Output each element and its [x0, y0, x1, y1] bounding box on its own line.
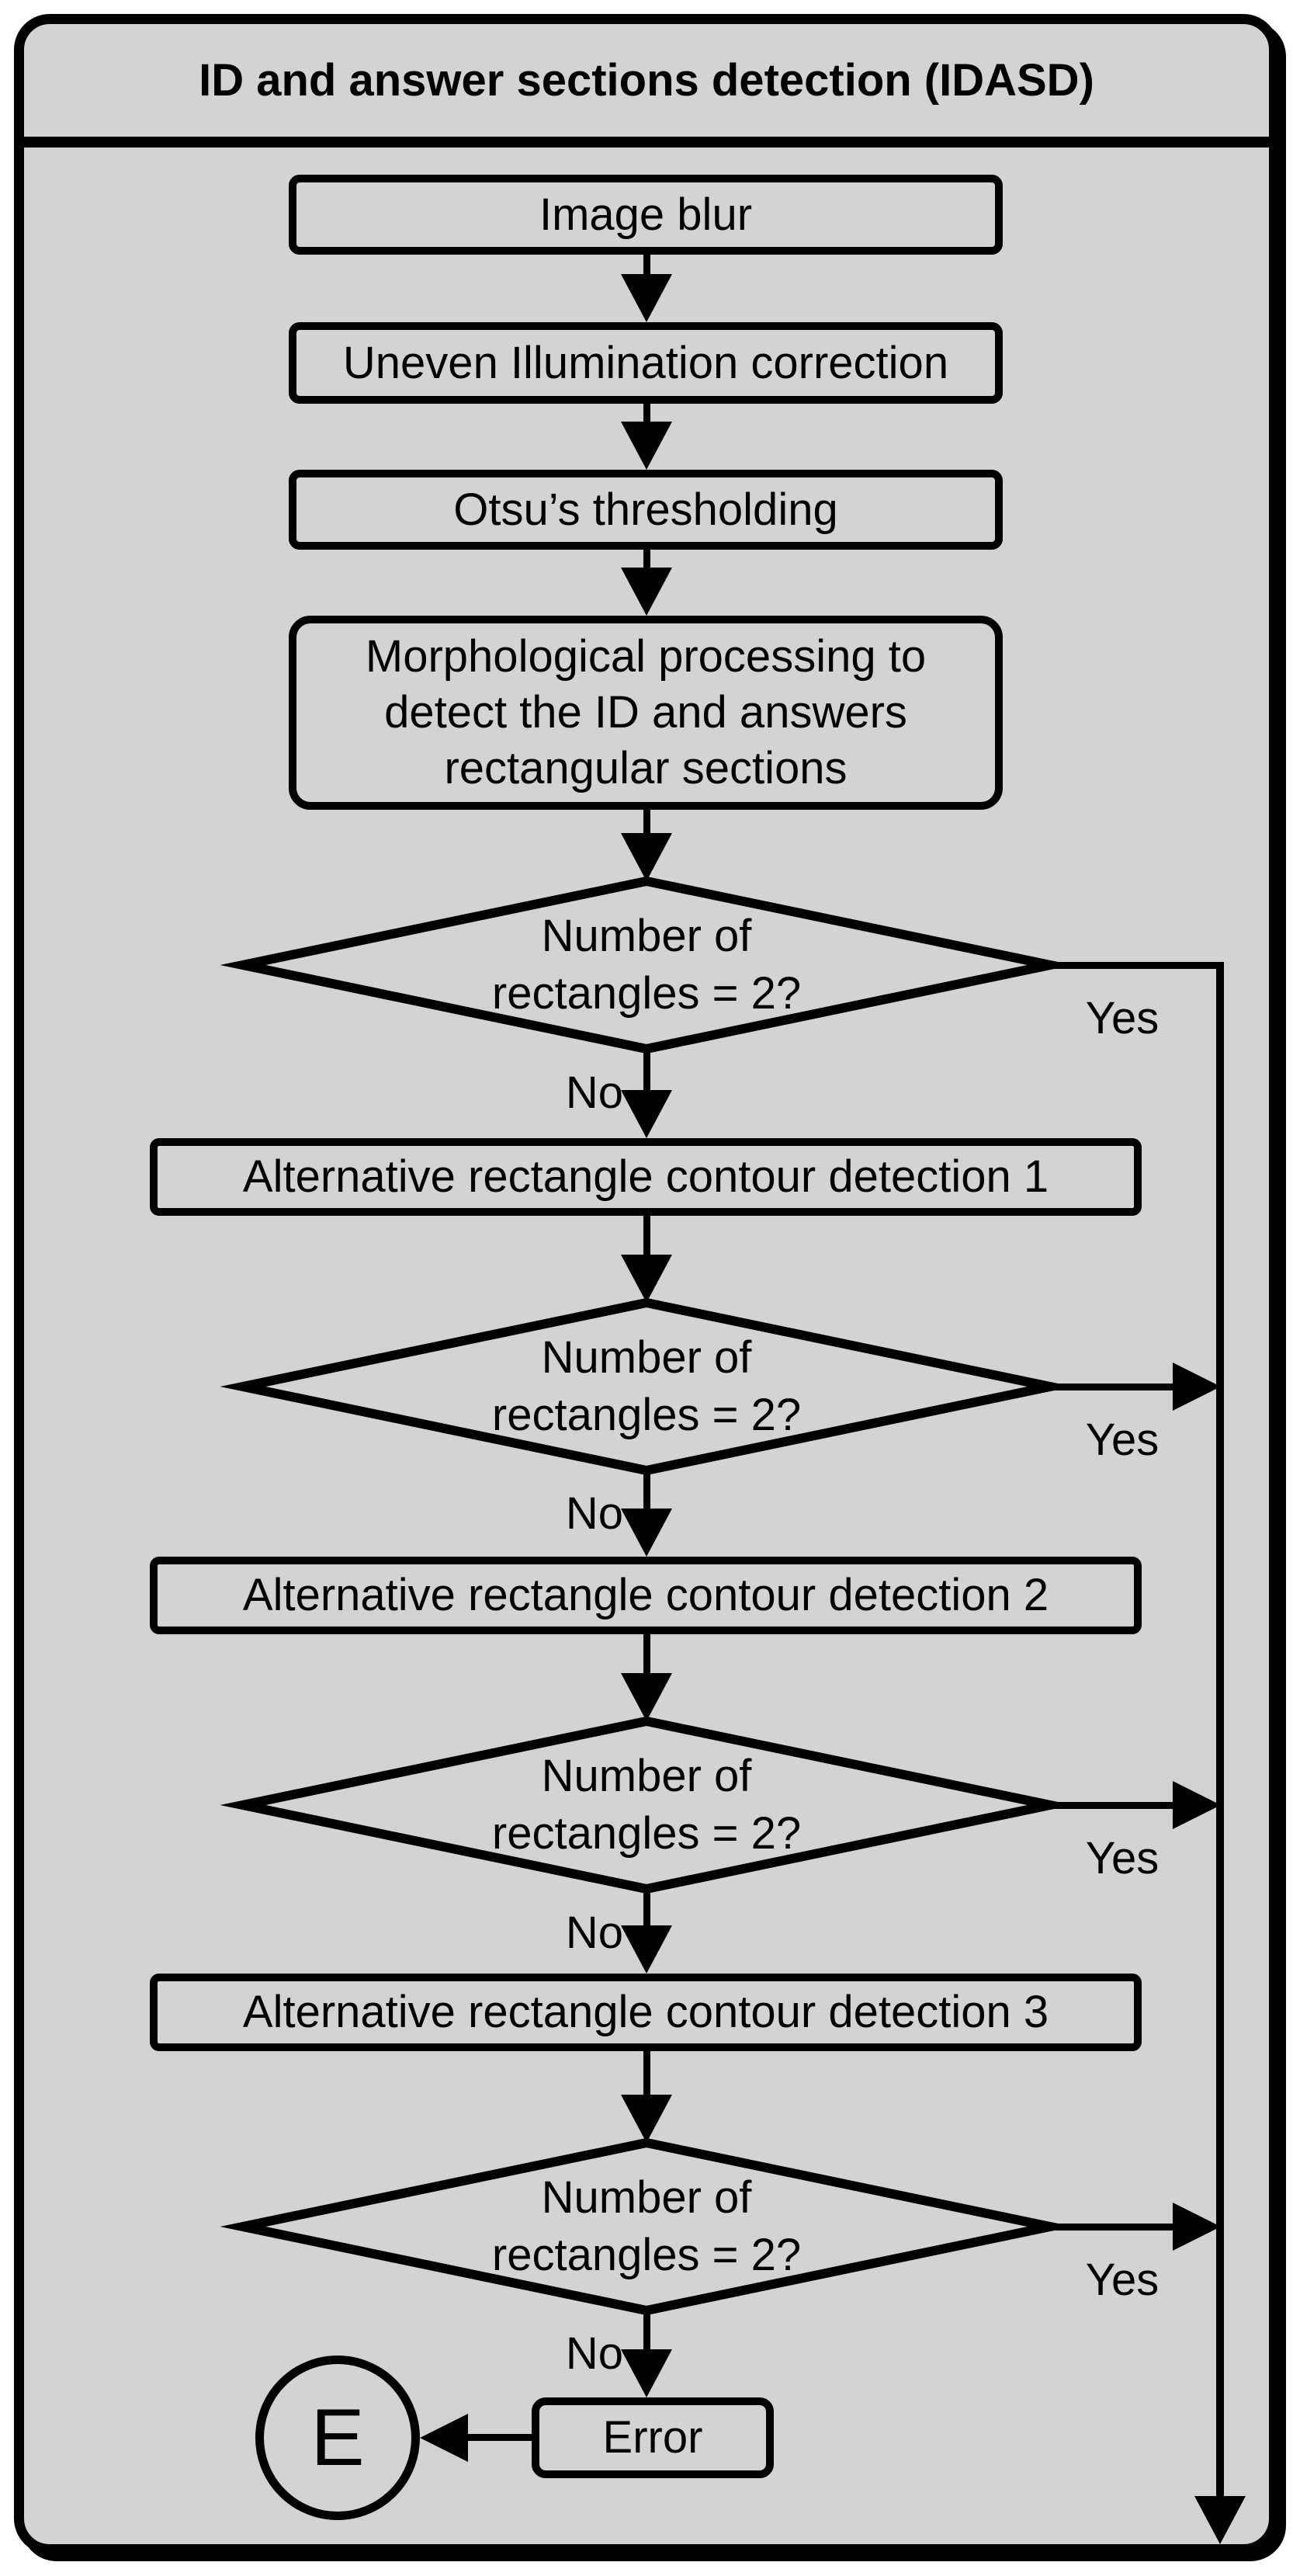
yes-label-1: Yes: [1085, 993, 1160, 1043]
yes-branch-line-3: [1049, 1802, 1176, 1809]
arrowhead-down-icon: [621, 568, 672, 616]
arrowhead-down-icon: [621, 1925, 672, 1974]
arrowhead-right-icon: [1173, 2203, 1221, 2251]
connector-line: [643, 255, 650, 274]
process-box-alt-detection-2: Alternative rectangle contour detection …: [150, 1557, 1142, 1634]
flowchart-canvas: ID and answer sections detection (IDASD)…: [24, 24, 1269, 2544]
arrowhead-down-icon: [621, 1508, 672, 1557]
yes-label-3: Yes: [1085, 1833, 1160, 1883]
decision-4-label: Number of rectangles = 2?: [491, 2172, 802, 2280]
process-box-error: Error: [532, 2397, 774, 2478]
process-box-alt-detection-1: Alternative rectangle contour detection …: [150, 1138, 1142, 1216]
connector-line: [643, 2310, 650, 2349]
process-box-morphological-processing: Morphological processing to detect the I…: [289, 616, 1003, 810]
diagram-title: ID and answer sections detection (IDASD): [199, 55, 1094, 106]
arrowhead-down-icon: [621, 833, 672, 881]
decision-3-label: Number of rectangles = 2?: [491, 1751, 802, 1859]
connector-line: [643, 550, 650, 568]
process-box-illumination-correction: Uneven Illumination correction: [289, 322, 1003, 404]
process-box-alt-detection-3: Alternative rectangle contour detection …: [150, 1974, 1142, 2051]
connector-line: [643, 1889, 650, 1925]
no-label-2: No: [565, 1488, 623, 1539]
connector-line: [643, 1634, 650, 1673]
arrowhead-down-icon: [621, 422, 672, 470]
arrowhead-down-icon: [621, 1673, 672, 1721]
yes-return-line: [1216, 962, 1224, 2496]
arrowhead-right-icon: [1173, 1363, 1221, 1411]
arrowhead-down-icon: [1194, 2496, 1246, 2544]
yes-branch-line-2: [1049, 1383, 1176, 1390]
connector-line: [643, 1049, 650, 1090]
arrowhead-down-icon: [621, 2349, 672, 2397]
decision-1-label: Number of rectangles = 2?: [491, 911, 802, 1019]
connector-line: [643, 1470, 650, 1508]
decision-2-label: Number of rectangles = 2?: [491, 1332, 802, 1440]
arrowhead-down-icon: [621, 1255, 672, 1303]
yes-branch-line-1: [1049, 962, 1224, 969]
yes-label-2: Yes: [1085, 1415, 1160, 1465]
title-bar: ID and answer sections detection (IDASD): [24, 24, 1269, 148]
connector-line: [643, 1216, 650, 1255]
no-label-4: No: [565, 2328, 623, 2379]
arrowhead-down-icon: [621, 1090, 672, 1138]
flowchart-frame: ID and answer sections detection (IDASD)…: [14, 14, 1279, 2554]
process-box-otsu-thresholding: Otsu’s thresholding: [289, 470, 1003, 550]
arrowhead-down-icon: [621, 274, 672, 322]
connector-line: [643, 404, 650, 422]
arrowhead-left-icon: [420, 2414, 468, 2462]
no-label-3: No: [565, 1908, 623, 1958]
process-box-image-blur: Image blur: [289, 175, 1003, 255]
no-label-1: No: [565, 1068, 623, 1118]
end-terminator-circle: E: [255, 2356, 420, 2520]
yes-branch-line-4: [1049, 2224, 1176, 2231]
yes-label-4: Yes: [1085, 2255, 1160, 2305]
error-connector-line: [468, 2434, 532, 2441]
connector-line: [643, 2051, 650, 2095]
arrowhead-right-icon: [1173, 1781, 1221, 1829]
arrowhead-down-icon: [621, 2095, 672, 2143]
connector-line: [643, 810, 650, 833]
